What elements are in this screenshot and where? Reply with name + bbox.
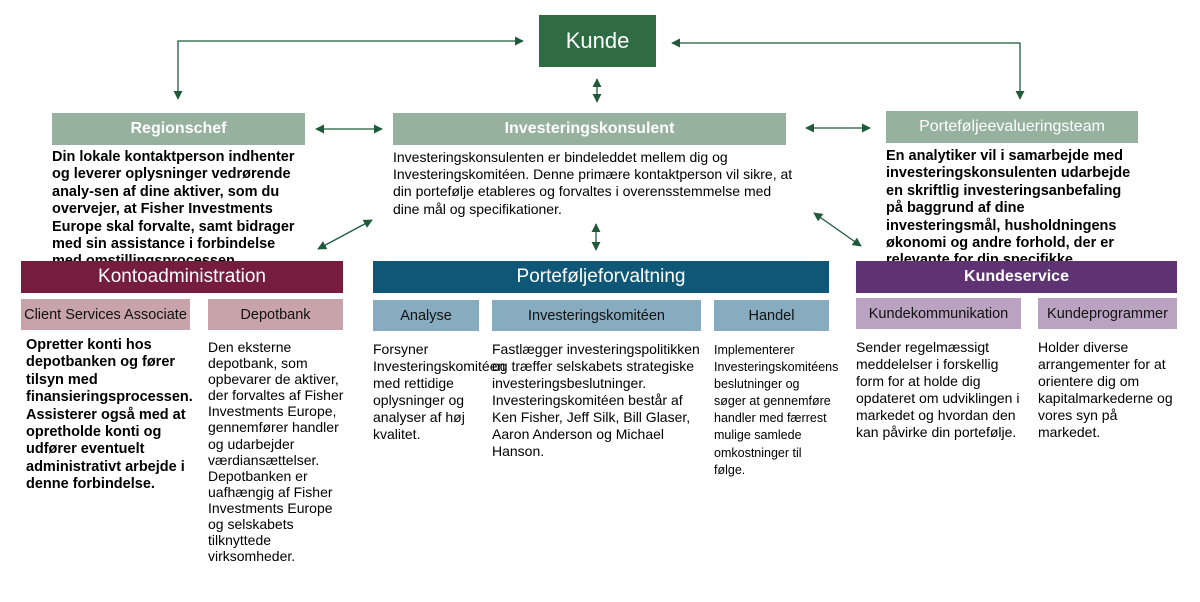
kundeprogrammer-text: Holder diverse arrangementer for at orie… (1038, 339, 1173, 441)
analyse-text: Forsyner Investeringskomitéen med rettid… (373, 341, 506, 442)
client-services-label: Client Services Associate (24, 306, 187, 323)
analyse-header: Analyse (373, 300, 479, 331)
portefoljeforvaltning-header: Porteføljeforvaltning (373, 261, 829, 293)
arrow-investeringskonsulent-kontoadministration (317, 219, 373, 250)
depotbank-text: Den eksterne depotbank, som opbevarer de… (208, 339, 344, 565)
kundeservice-header: Kundeservice (856, 261, 1177, 293)
kundekommunikation-label: Kundekommunikation (868, 305, 1009, 322)
investeringskonsulent-text: Investeringskonsulenten er bindeleddet m… (393, 149, 793, 217)
kundekommunikation-text: Sender regelmæssigt meddelelser i forske… (856, 339, 1020, 441)
kundekommunikation-header: Kundekommunikation (856, 298, 1021, 329)
handel-header: Handel (714, 300, 829, 331)
investeringskonsulent-label: Investeringskonsulent (504, 120, 675, 137)
portefoljeevalueringsteam-text: En analytiker vil i samarbejde med inves… (886, 148, 1131, 286)
arrow-investeringskonsulent-kundeservice (813, 212, 862, 247)
kundeprogrammer-label: Kundeprogrammer (1047, 305, 1168, 322)
kontoadministration-label: Kontoadministration (98, 266, 266, 287)
kunde-box: Kunde (539, 15, 656, 67)
regionschef-text: Din lokale kontaktperson indhenter og le… (52, 149, 295, 269)
handel-label: Handel (748, 307, 795, 324)
arrow-kunde-regionschef (173, 36, 524, 100)
client-services-header: Client Services Associate (21, 299, 190, 330)
depotbank-label: Depotbank (240, 306, 311, 323)
regionschef-header: Regionschef (52, 113, 305, 145)
kundeprogrammer-header: Kundeprogrammer (1038, 298, 1177, 329)
portefoljeevalueringsteam-label: Porteføljeevalueringsteam (919, 118, 1105, 135)
arrow-kunde-portefoljeevalueringsteam (671, 38, 1025, 100)
investeringskomiteen-header: Investeringskomitéen (492, 300, 701, 331)
investeringskomiteen-label: Investeringskomitéen (527, 307, 665, 324)
investeringskomiteen-text: Fastlægger investeringspolitikken og træ… (492, 341, 700, 459)
handel-text: Implementerer Investeringskomitéens besl… (714, 343, 839, 477)
investeringskonsulent-header: Investeringskonsulent (393, 113, 786, 145)
portefoljeforvaltning-label: Porteføljeforvaltning (516, 266, 686, 287)
portefoljeevalueringsteam-header: Porteføljeevalueringsteam (886, 111, 1138, 143)
kunde-label: Kunde (565, 28, 630, 53)
analyse-label: Analyse (400, 307, 452, 324)
client-services-text: Opretter konti hos depotbanken og fører … (26, 337, 193, 493)
regionschef-label: Regionschef (130, 120, 227, 137)
kontoadministration-header: Kontoadministration (21, 261, 343, 293)
depotbank-header: Depotbank (208, 299, 343, 330)
kundeservice-label: Kundeservice (964, 268, 1069, 285)
